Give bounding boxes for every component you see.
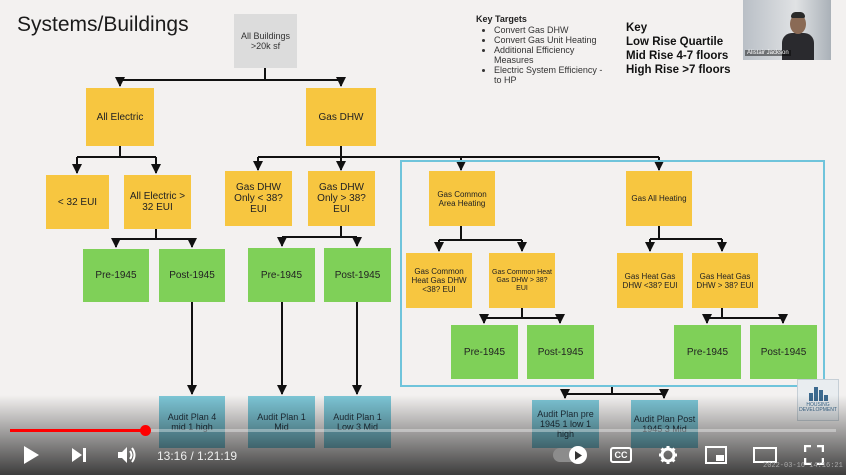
fullscreen-icon (804, 445, 824, 465)
node-pre-1945: Pre-1945 (674, 325, 741, 379)
scrubber-handle[interactable] (139, 425, 151, 436)
node-audit-plan: Audit Plan 1 Low 3 Mid (324, 396, 391, 448)
settings-icon (659, 446, 677, 464)
play-button[interactable] (20, 444, 42, 466)
miniplayer-icon (705, 446, 727, 464)
key-targets: Key Targets Convert Gas DHW Convert Gas … (476, 14, 606, 85)
node-post-1945: Post-1945 (527, 325, 594, 379)
key-line: Mid Rise 4-7 floors (626, 50, 729, 62)
cc-button[interactable]: CC (610, 447, 632, 463)
time-separator: / (187, 449, 198, 463)
node-all-electric-gt32: All Electric > 32 EUI (124, 175, 191, 229)
webcam-person-hair (791, 12, 805, 18)
duration: 1:21:19 (197, 449, 238, 463)
time-display: 13:16 / 1:21:19 (157, 449, 237, 463)
node-lt32-eui: < 32 EUI (46, 175, 109, 229)
node-gas-common-heat-lt38: Gas Common Heat Gas DHW <38? EUI (406, 253, 472, 308)
node-gas-heat-gt38: Gas Heat Gas DHW > 38? EUI (692, 253, 758, 308)
progress-played (10, 429, 145, 432)
logo-mark (808, 387, 828, 401)
organization-logo: HOUSING DEVELOPMENT (797, 379, 839, 421)
node-all-buildings: All Buildings >20k sf (234, 14, 297, 68)
node-pre-1945: Pre-1945 (451, 325, 518, 379)
node-audit-plan: Audit Plan 4 mid 1 high (159, 396, 225, 448)
webcam-overlay: Alistair Jackson (743, 0, 831, 60)
webcam-person-head (790, 14, 806, 34)
fullscreen-button[interactable] (802, 444, 826, 466)
node-all-electric: All Electric (86, 88, 154, 146)
node-pre-1945: Pre-1945 (248, 248, 315, 302)
key-target-item: Electric System Efficiency - to HP (494, 65, 606, 85)
node-gas-dhw: Gas DHW (306, 88, 376, 146)
node-gas-dhw-only-gt38: Gas DHW Only > 38? EUI (308, 171, 375, 226)
key-target-item: Additional Efficiency Measures (494, 45, 606, 65)
settings-button[interactable] (657, 444, 679, 466)
progress-bar[interactable] (10, 425, 836, 436)
node-gas-heat-lt38: Gas Heat Gas DHW <38? EUI (617, 253, 683, 308)
legend-key: Key Low Rise Quartile Mid Rise 4-7 floor… (626, 21, 730, 77)
key-heading: Key (626, 22, 648, 34)
node-post-1945: Post-1945 (750, 325, 817, 379)
key-line: High Rise >7 floors (626, 64, 731, 76)
autoplay-toggle[interactable] (553, 446, 587, 464)
play-icon (24, 446, 39, 464)
key-target-item: Convert Gas Unit Heating (494, 35, 606, 45)
node-gas-dhw-only-lt38: Gas DHW Only < 38? EUI (225, 171, 292, 226)
node-post-1945: Post-1945 (159, 249, 225, 302)
next-button[interactable] (68, 444, 90, 466)
logo-text: HOUSING DEVELOPMENT (799, 402, 837, 413)
webcam-person (782, 33, 814, 60)
node-audit-plan: Audit Plan pre 1945 1 low 1 high (532, 400, 599, 448)
recording-timestamp: 2022-03-16 14:16:21 (763, 462, 843, 470)
node-post-1945: Post-1945 (324, 248, 391, 302)
key-targets-heading: Key Targets (476, 14, 527, 24)
current-time: 13:16 (157, 449, 188, 463)
node-gas-common-area-heating: Gas Common Area Heating (429, 171, 495, 226)
slide-title: Systems/Buildings (17, 13, 189, 36)
autoplay-play-icon (575, 450, 582, 460)
volume-icon (118, 447, 136, 463)
node-pre-1945: Pre-1945 (83, 249, 149, 302)
next-icon (72, 448, 86, 462)
autoplay-knob (569, 446, 587, 464)
node-gas-common-heat-gt38: Gas Common Heat Gas DHW > 38? EUI (489, 253, 555, 308)
webcam-name: Alistair Jackson (745, 50, 791, 56)
node-audit-plan: Audit Plan Post 1945 3 Mid (631, 400, 698, 448)
miniplayer-button[interactable] (704, 444, 728, 466)
theater-icon (753, 447, 777, 463)
volume-button[interactable] (115, 444, 139, 466)
theater-mode-button[interactable] (752, 444, 778, 466)
key-line: Low Rise Quartile (626, 36, 724, 48)
node-gas-all-heating: Gas All Heating (626, 171, 692, 226)
key-target-item: Convert Gas DHW (494, 25, 606, 35)
node-audit-plan: Audit Plan 1 Mid (248, 396, 315, 448)
